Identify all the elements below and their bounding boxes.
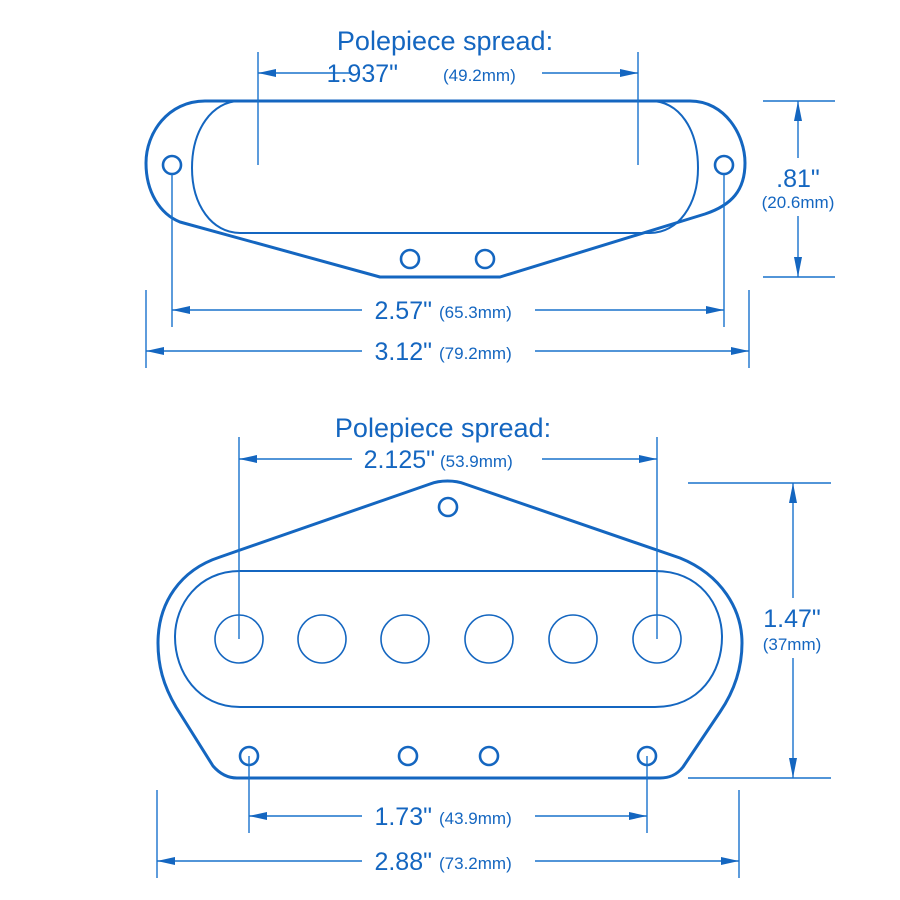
top-ground-hole-left — [399, 248, 421, 270]
top-ground-hole-right — [474, 248, 496, 270]
bottom-ground-hole-right — [478, 745, 500, 767]
bottom-polepiece-title: Polepiece spread: — [335, 413, 551, 443]
top-pickup-cover — [190, 100, 700, 234]
bottom-mount-mm: (43.9mm) — [439, 809, 512, 828]
bottom-height-mm: (37mm) — [763, 635, 822, 654]
top-overall-dimension: 3.12" (79.2mm) — [145, 290, 750, 368]
top-polepiece-mm: (49.2mm) — [443, 66, 516, 85]
top-height-dimension: .81" (20.6mm) — [762, 100, 835, 278]
bottom-pickup — [156, 479, 744, 780]
top-mount-inches: 2.57" — [374, 297, 432, 325]
bottom-ground-hole-left — [397, 745, 419, 767]
top-mount-hole-right — [713, 154, 735, 176]
top-overall-inches: 3.12" — [374, 338, 432, 366]
top-pickup — [144, 99, 747, 279]
bottom-polepiece-mm: (53.9mm) — [440, 452, 513, 471]
bottom-overall-mm: (73.2mm) — [439, 854, 512, 873]
top-pickup-baseplate — [144, 99, 747, 279]
top-overall-mm: (79.2mm) — [439, 344, 512, 363]
bottom-height-inches: 1.47" — [763, 605, 821, 633]
top-mount-mm: (65.3mm) — [439, 303, 512, 322]
bottom-top-hole — [437, 496, 459, 518]
bottom-pickup-cover — [173, 570, 724, 708]
bottom-mount-dimension: 1.73" (43.9mm) — [248, 756, 648, 833]
bottom-overall-inches: 2.88" — [374, 848, 432, 876]
top-polepiece-title: Polepiece spread: — [337, 26, 553, 56]
top-polepiece-inches: 1.937" — [327, 60, 398, 88]
bottom-mount-inches: 1.73" — [374, 803, 432, 831]
bottom-pickup-baseplate — [156, 479, 744, 780]
pole-piece-3 — [380, 614, 430, 664]
bottom-height-dimension: 1.47" (37mm) — [688, 482, 831, 779]
bottom-overall-dimension: 2.88" (73.2mm) — [156, 790, 740, 878]
top-polepiece-dimension: Polepiece spread: 1.937" (49.2mm) — [257, 26, 639, 165]
top-height-mm: (20.6mm) — [762, 193, 835, 212]
pole-piece-5 — [548, 614, 598, 664]
top-mount-dimension: 2.57" (65.3mm) — [171, 174, 725, 327]
bottom-polepiece-dimension: Polepiece spread: 2.125" (53.9mm) — [238, 413, 658, 639]
top-mount-hole-left — [161, 154, 183, 176]
top-height-inches: .81" — [776, 165, 820, 193]
bottom-polepiece-inches: 2.125" — [364, 446, 435, 474]
pole-piece-4 — [464, 614, 514, 664]
pole-piece-2 — [297, 614, 347, 664]
